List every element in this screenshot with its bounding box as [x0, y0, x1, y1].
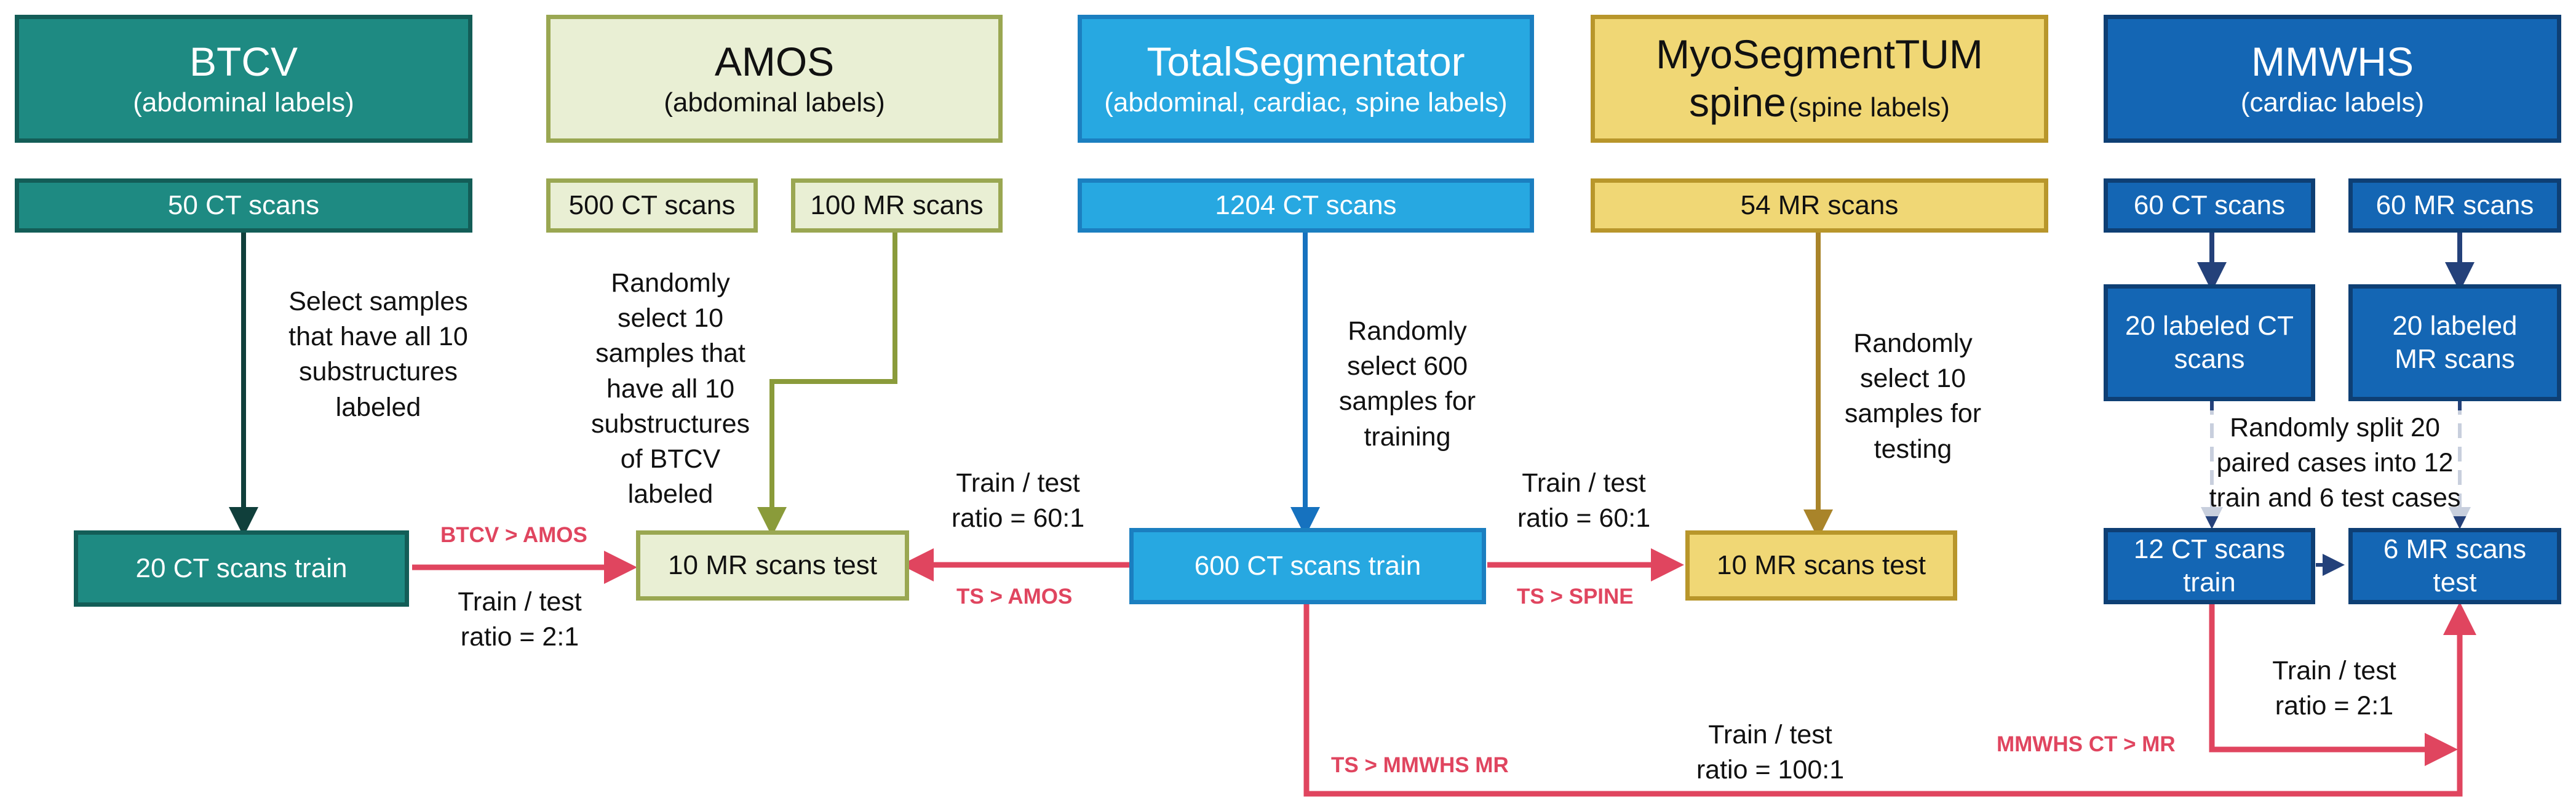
ts-header: TotalSegmentator (abdominal, cardiac, sp…	[1078, 15, 1534, 143]
myo-title-line1: MyoSegmentTUM	[1656, 31, 1983, 78]
btcv-title: BTCV	[189, 38, 298, 84]
mmwhs-ct-scans-label: 60 CT scans	[2133, 190, 2286, 221]
mmwhs-mr-labeled-label: 20 labeled MR scans	[2392, 311, 2518, 374]
mmwhs-subtitle: (cardiac labels)	[2240, 87, 2425, 118]
mmwhs-ct-mr-label: MMWHS CT > MR	[1997, 732, 2176, 756]
myo-header: MyoSegmentTUM spine (spine labels)	[1591, 15, 2048, 143]
myo-test-box: 10 MR scans test	[1685, 530, 1957, 601]
amos-mr-scans-box: 100 MR scans	[791, 178, 1003, 233]
btcv-amos-ratio: Train / test ratio = 2:1	[458, 587, 582, 652]
mmwhs-ct-scans-box: 60 CT scans	[2104, 178, 2315, 233]
mmwhs-ct-mr-arrow	[2209, 604, 2458, 766]
mmwhs-mr-labeled-box: 20 labeled MR scans	[2348, 284, 2561, 401]
ts-train-box: 600 CT scans train	[1129, 528, 1486, 604]
ts-title: TotalSegmentator	[1147, 38, 1465, 84]
myo-subtitle: (spine labels)	[1789, 92, 1950, 122]
mmwhs-mr-test-box: 6 MR scans test	[2348, 528, 2561, 604]
ts-mmwhs-ratio: Train / test ratio = 100:1	[1696, 720, 1845, 785]
ts-mmwhs-arrow	[1303, 602, 2476, 797]
ts-spine-ratio: Train / test ratio = 60:1	[1517, 468, 1651, 533]
ts-mmwhs-label: TS > MMWHS MR	[1331, 753, 1509, 777]
mmwhs-header: MMWHS (cardiac labels)	[2104, 15, 2561, 143]
btcv-scans-label: 50 CT scans	[167, 190, 320, 221]
amos-subtitle: (abdominal labels)	[664, 87, 885, 118]
ts-scans-label: 1204 CT scans	[1215, 190, 1397, 221]
ts-amos-ratio: Train / test ratio = 60:1	[951, 468, 1085, 533]
mmwhs-ct-labeled-box: 20 labeled CT scans	[2104, 284, 2315, 401]
btcv-amos-label: BTCV > AMOS	[440, 523, 587, 547]
ts-amos-label: TS > AMOS	[956, 585, 1073, 609]
mmwhs-ct-mr-ratio: Train / test ratio = 2:1	[2272, 656, 2396, 721]
amos-mr-scans-label: 100 MR scans	[810, 190, 984, 221]
ts-spine-label: TS > SPINE	[1517, 585, 1634, 609]
amos-test-box: 10 MR scans test	[636, 530, 909, 601]
amos-test-label: 10 MR scans test	[668, 550, 877, 581]
myo-title-line2-row: spine (spine labels)	[1689, 79, 1950, 127]
btcv-header: BTCV (abdominal labels)	[15, 15, 472, 143]
ts-select-note: Randomly select 600 samples for training	[1338, 316, 1476, 452]
mmwhs-ct-train-label: 12 CT scans train	[2133, 534, 2286, 597]
mmwhs-ct-train-box: 12 CT scans train	[2104, 528, 2315, 604]
ts-scans-box: 1204 CT scans	[1078, 178, 1534, 233]
mmwhs-ct-labeled-label: 20 labeled CT scans	[2125, 311, 2294, 374]
myo-title-line2: spine	[1689, 79, 1786, 125]
mmwhs-mr-scans-box: 60 MR scans	[2348, 178, 2561, 233]
myo-select-note: Randomly select 10 samples for testing	[1844, 329, 1982, 464]
btcv-subtitle: (abdominal labels)	[133, 87, 354, 118]
amos-title: AMOS	[714, 38, 835, 84]
amos-header: AMOS (abdominal labels)	[546, 15, 1003, 143]
myo-scans-label: 54 MR scans	[1740, 190, 1899, 221]
amos-select-arrow	[757, 231, 897, 537]
btcv-scans-box: 50 CT scans	[15, 178, 472, 233]
btcv-train-label: 20 CT scans train	[135, 553, 348, 584]
mmwhs-split-note: Randomly split 20 paired cases into 12 t…	[2187, 410, 2483, 516]
mmwhs-mr-scans-label: 60 MR scans	[2375, 190, 2534, 221]
amos-select-note: Randomly select 10 samples that have all…	[590, 268, 750, 509]
ts-train-label: 600 CT scans train	[1194, 551, 1421, 581]
amos-ct-scans-label: 500 CT scans	[568, 190, 736, 221]
mmwhs-title: MMWHS	[2251, 38, 2414, 84]
btcv-train-box: 20 CT scans train	[74, 530, 409, 607]
myo-test-label: 10 MR scans test	[1717, 550, 1926, 581]
myo-scans-box: 54 MR scans	[1591, 178, 2048, 233]
amos-ct-scans-box: 500 CT scans	[546, 178, 758, 233]
mmwhs-mr-test-label: 6 MR scans test	[2383, 534, 2527, 597]
btcv-select-note: Select samples that have all 10 substruc…	[288, 287, 468, 422]
ts-subtitle: (abdominal, cardiac, spine labels)	[1104, 87, 1508, 118]
